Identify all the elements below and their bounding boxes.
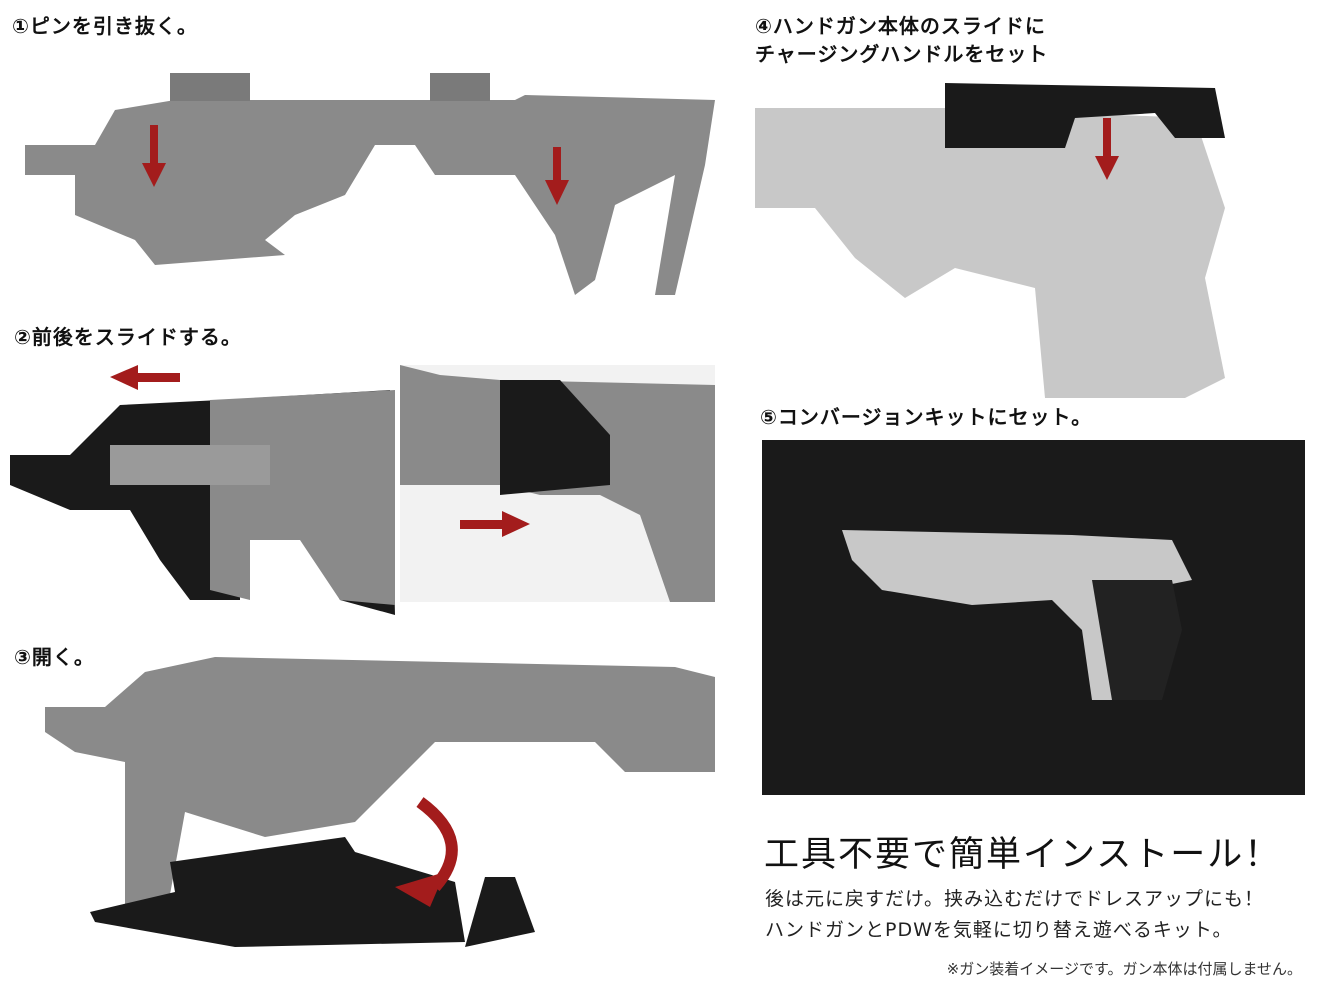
disclaimer-note: ※ガン装着イメージです。ガン本体は付属しません。 <box>946 960 1302 978</box>
step-5-label: ⑤コンバージョンキットにセット。 <box>760 405 1093 429</box>
arrow-left-icon <box>110 365 180 390</box>
arrow-right-icon <box>460 511 530 537</box>
arrow-down-icon <box>1095 118 1119 180</box>
step-3-label: ③開く。 <box>14 645 95 669</box>
headline: 工具不要で簡単インストール！ <box>764 835 1282 875</box>
step-2-photo-rear <box>400 365 715 602</box>
step-4-label-line2: チャージングハンドルをセット <box>755 42 1049 66</box>
step-1-photo <box>15 65 715 310</box>
arrow-down-icon <box>142 125 166 187</box>
step-5-photo <box>762 440 1305 795</box>
body-line-1: 後は元に戻すだけ。挟み込むだけでドレスアップにも！ <box>765 888 1265 910</box>
step-4-label: ④ハンドガン本体のスライドに チャージングハンドルをセット <box>755 12 1048 68</box>
arrow-down-icon <box>545 147 569 205</box>
step-2-photo-front <box>10 360 395 615</box>
step-1-label: ①ピンを引き抜く。 <box>12 14 198 38</box>
step-4-photo <box>755 78 1245 398</box>
step-2-label: ②前後をスライドする。 <box>14 325 242 349</box>
body-line-2: ハンドガンとPDWを気軽に切り替え遊べるキット。 <box>765 919 1233 941</box>
step-3-photo <box>35 632 715 957</box>
step-4-label-line1: ④ハンドガン本体のスライドに <box>755 14 1046 38</box>
